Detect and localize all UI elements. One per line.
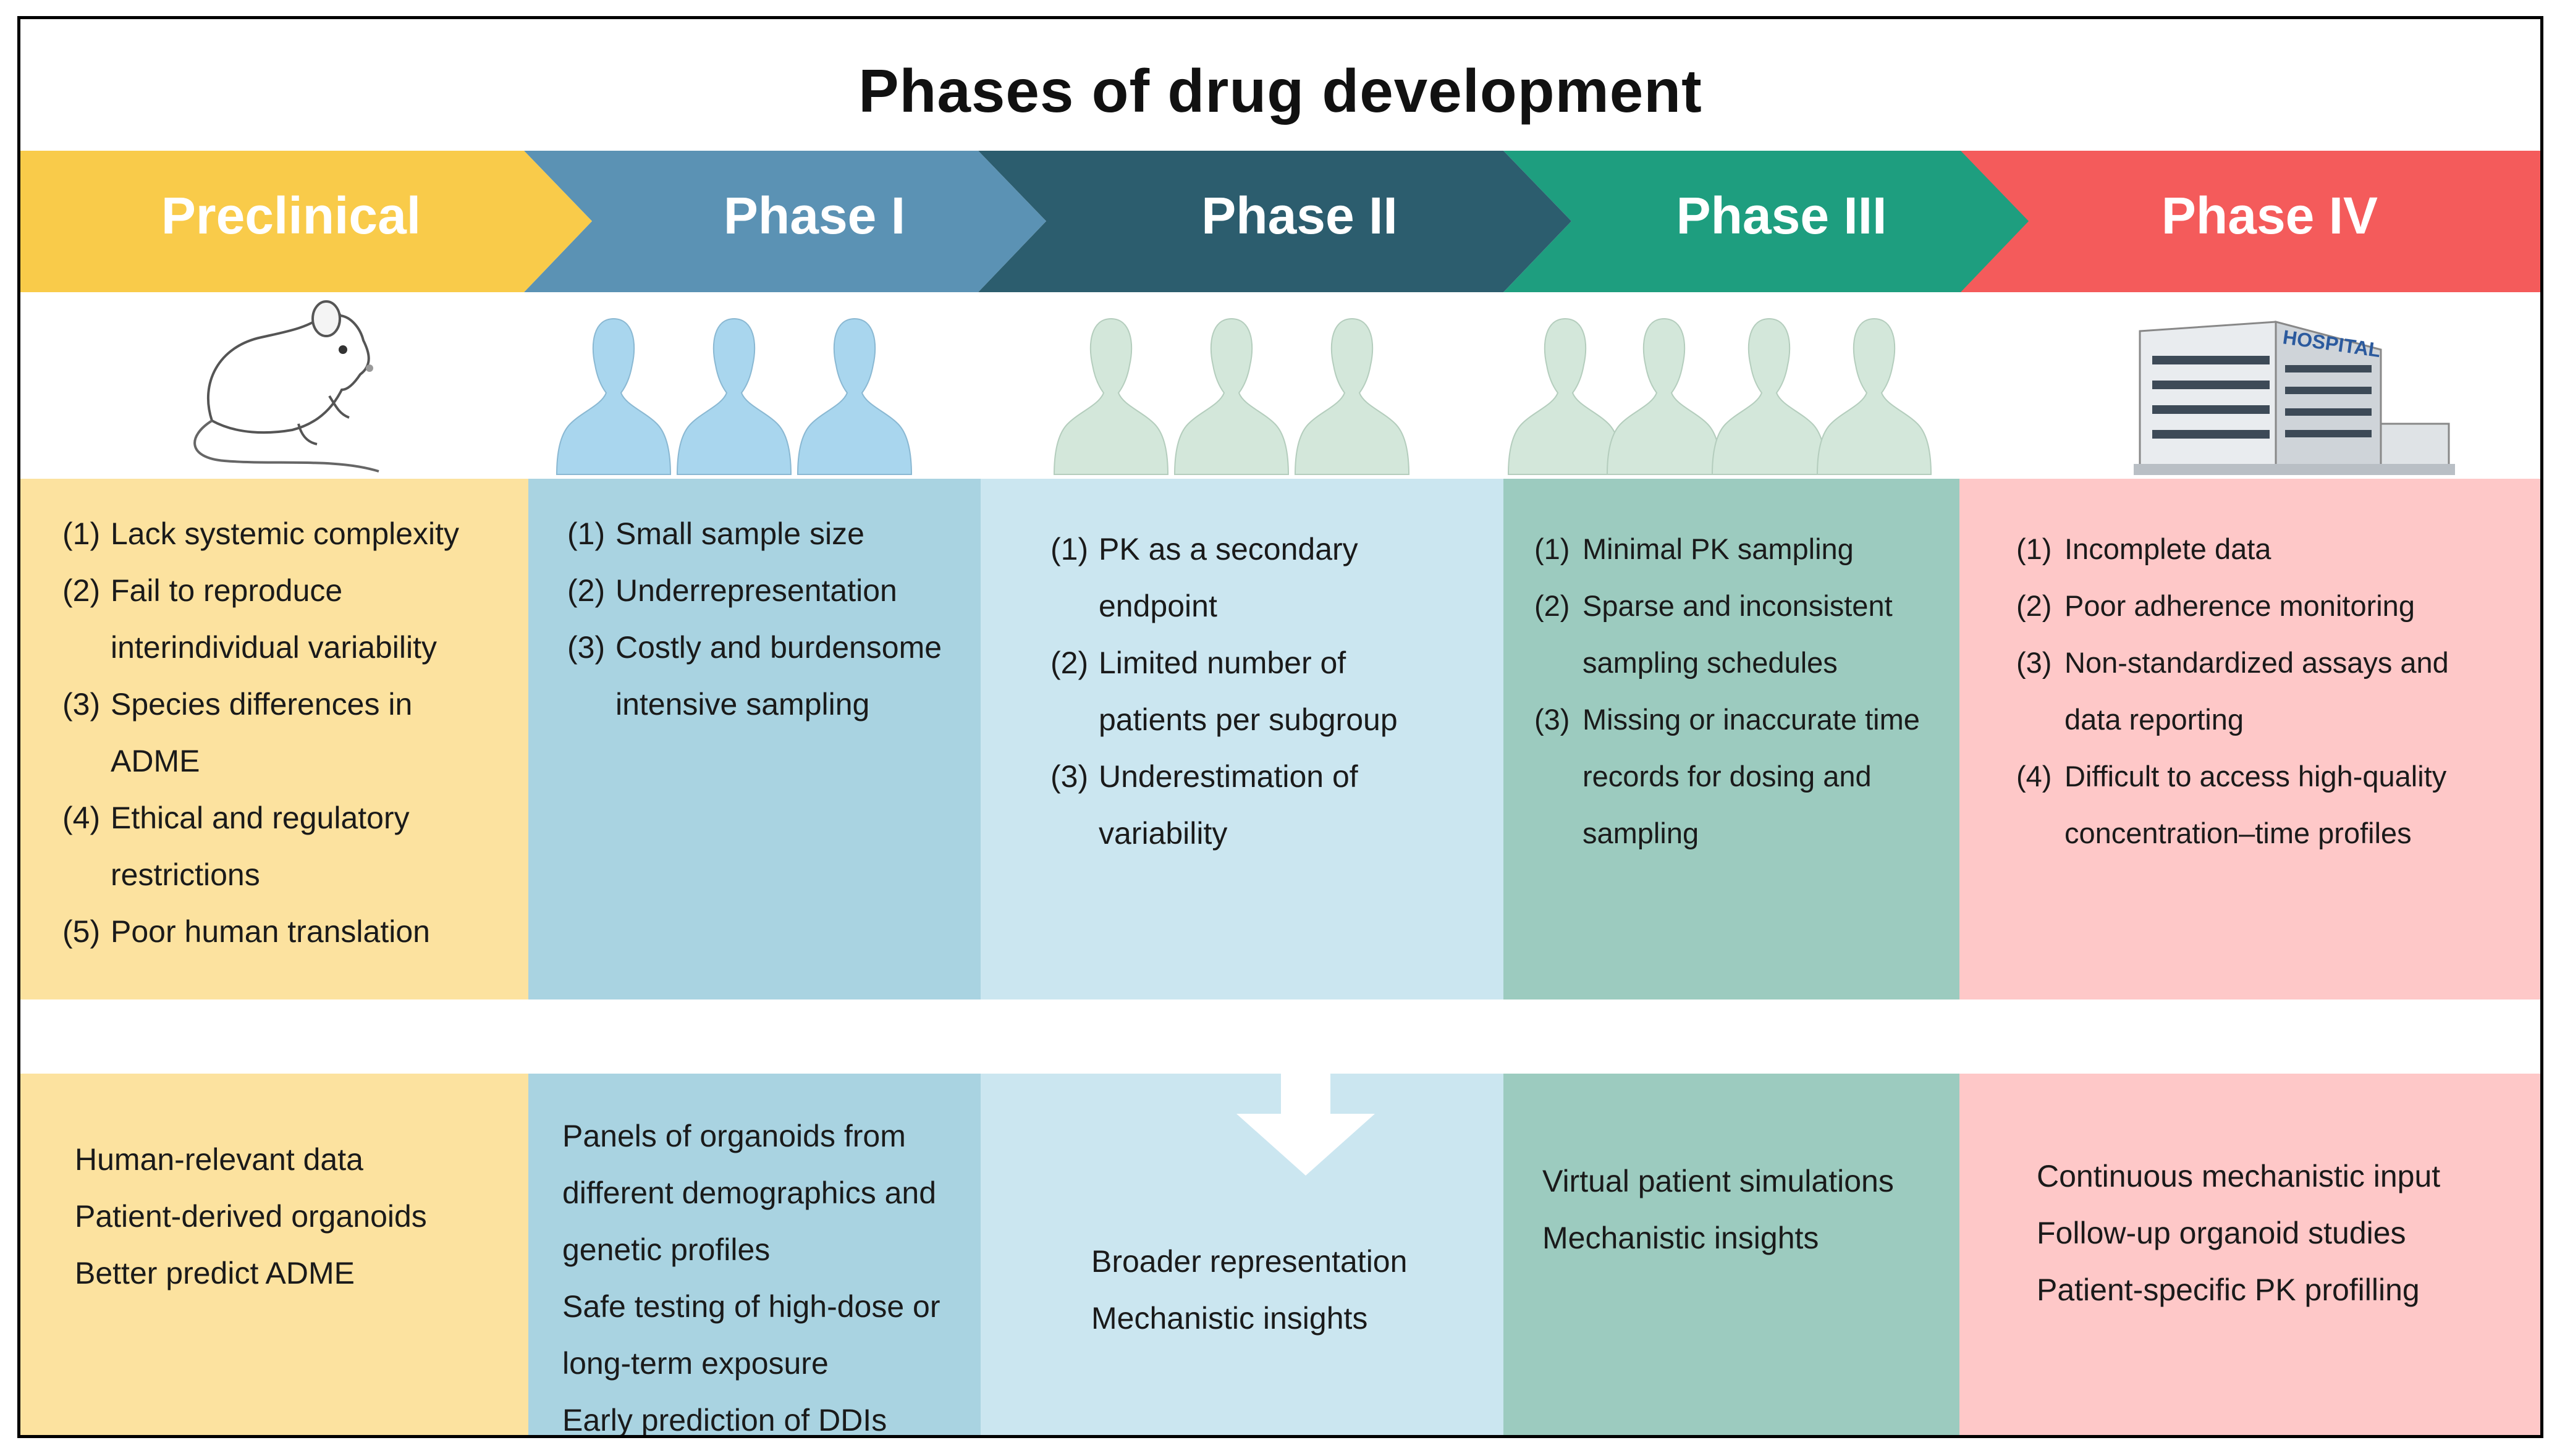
phase4-arrow (1961, 151, 2540, 292)
people-icon (1053, 318, 1410, 475)
preclinical-benefits-list: Human-relevant data Patient-derived orga… (75, 1131, 507, 1302)
list-item: (3)Non-standardized assays and data repo… (2016, 646, 2449, 736)
phase4-benefits-panel (1959, 1074, 2540, 1435)
phase1-issues-list: (1)Small sample size (2)Underrepresentat… (567, 505, 963, 733)
list-item: (3)Costly and burdensome intensive sampl… (567, 630, 942, 722)
preclinical-issues-list: (1)Lack systemic complexity (2)Fail to r… (62, 505, 507, 960)
list-item: (1)Lack systemic complexity (62, 516, 460, 551)
person-icon (1711, 318, 1827, 475)
list-item: (1)Minimal PK sampling (1534, 532, 1854, 565)
person-icon (1294, 318, 1410, 475)
list-item: Patient-derived organoids (75, 1199, 427, 1234)
phase-label-preclinical: Preclinical (161, 187, 421, 245)
person-icon (556, 318, 672, 475)
list-item: (2)Poor adherence monitoring (2016, 589, 2415, 622)
list-item: (2)Limited number of patients per subgro… (1050, 646, 1398, 737)
phase4-benefits-list: Continuous mechanistic input Follow-up o… (2037, 1148, 2519, 1318)
list-item: (2)Underrepresentation (567, 573, 897, 608)
person-icon (1606, 318, 1722, 475)
phase-label-phase-3: Phase III (1676, 187, 1887, 245)
people-icon (556, 318, 913, 475)
list-item: Early prediction of DDIs (562, 1403, 887, 1437)
phase2-benefits-list: Broader representation Mechanistic insig… (1091, 1233, 1474, 1347)
list-item: Continuous mechanistic input (2037, 1159, 2441, 1193)
list-item: Safe testing of high-dose or long-term e… (562, 1289, 940, 1381)
list-item: (3)Missing or inaccurate time records fo… (1534, 703, 1920, 849)
phase3-issues-list: (1)Minimal PK sampling (2)Sparse and inc… (1534, 521, 1942, 862)
phase2-benefits-panel (981, 1074, 1503, 1435)
list-item: (5)Poor human translation (62, 914, 430, 949)
phase4-issues-panel (1959, 479, 2540, 999)
phase-label-phase-4: Phase IV (2161, 187, 2378, 245)
phase1-benefits-list: Panels of organoids from different demog… (562, 1108, 958, 1437)
person-icon (1173, 318, 1290, 475)
list-item: Better predict ADME (75, 1256, 355, 1290)
list-item: Human-relevant data (75, 1142, 363, 1177)
list-item: Broader representation (1091, 1244, 1408, 1279)
list-item: (1)Small sample size (567, 516, 864, 551)
list-item: (2)Fail to reproduce interindividual var… (62, 573, 437, 665)
person-icon (797, 318, 913, 475)
phase3-issues-panel (1503, 479, 1959, 999)
preclinical-benefits-panel (20, 1074, 528, 1435)
phase2-issues-list: (1)PK as a secondary endpoint (2)Limited… (1050, 521, 1446, 862)
list-item: (4)Difficult to access high-quality conc… (2016, 760, 2447, 849)
list-item: Panels of organoids from different demog… (562, 1119, 937, 1267)
phase1-arrow (524, 151, 1046, 292)
down-arrow-icon (1236, 1074, 1375, 1176)
hospital-icon: HOSPITAL (2134, 321, 2455, 475)
phase1-benefits-panel (528, 1074, 981, 1435)
phase4-issues-list: (1)Incomplete data (2)Poor adherence mon… (2016, 521, 2504, 862)
preclinical-issues-panel (20, 479, 528, 999)
phase-label-phase-2: Phase II (1201, 187, 1398, 245)
list-item: (3)Species differences in ADME (62, 687, 413, 778)
phase2-issues-panel (981, 479, 1503, 999)
diagram-frame: Phases of drug development Preclinical P… (17, 16, 2543, 1438)
list-item: (3)Underestimation of variability (1050, 759, 1358, 851)
list-item: Virtual patient simulations (1542, 1164, 1894, 1198)
phase3-benefits-panel (1503, 1074, 1959, 1435)
mouse-icon (193, 300, 379, 473)
people-icon (1507, 318, 1932, 475)
preclinical-arrow (20, 151, 592, 292)
list-item: (1)PK as a secondary endpoint (1050, 532, 1358, 623)
list-item: Follow-up organoid studies (2037, 1216, 2406, 1250)
phase1-issues-panel (528, 479, 981, 999)
list-item: Mechanistic insights (1542, 1221, 1819, 1255)
phase3-benefits-list: Virtual patient simulations Mechanistic … (1542, 1153, 1950, 1266)
list-item: (1)Incomplete data (2016, 532, 2271, 565)
phase2-arrow (978, 151, 1571, 292)
list-item: (4)Ethical and regulatory restrictions (62, 801, 410, 892)
diagram-title: Phases of drug development (858, 57, 1702, 125)
phase3-arrow (1503, 151, 2029, 292)
list-item: Mechanistic insights (1091, 1301, 1368, 1336)
person-icon (1053, 318, 1169, 475)
person-icon (676, 318, 792, 475)
phase-label-phase-1: Phase I (723, 187, 906, 245)
person-icon (1507, 318, 1623, 475)
list-item: Patient-specific PK profilling (2037, 1273, 2420, 1307)
person-icon (1816, 318, 1932, 475)
phase-arrow-band (20, 151, 2540, 292)
list-item: (2)Sparse and inconsistent sampling sche… (1534, 589, 1893, 679)
